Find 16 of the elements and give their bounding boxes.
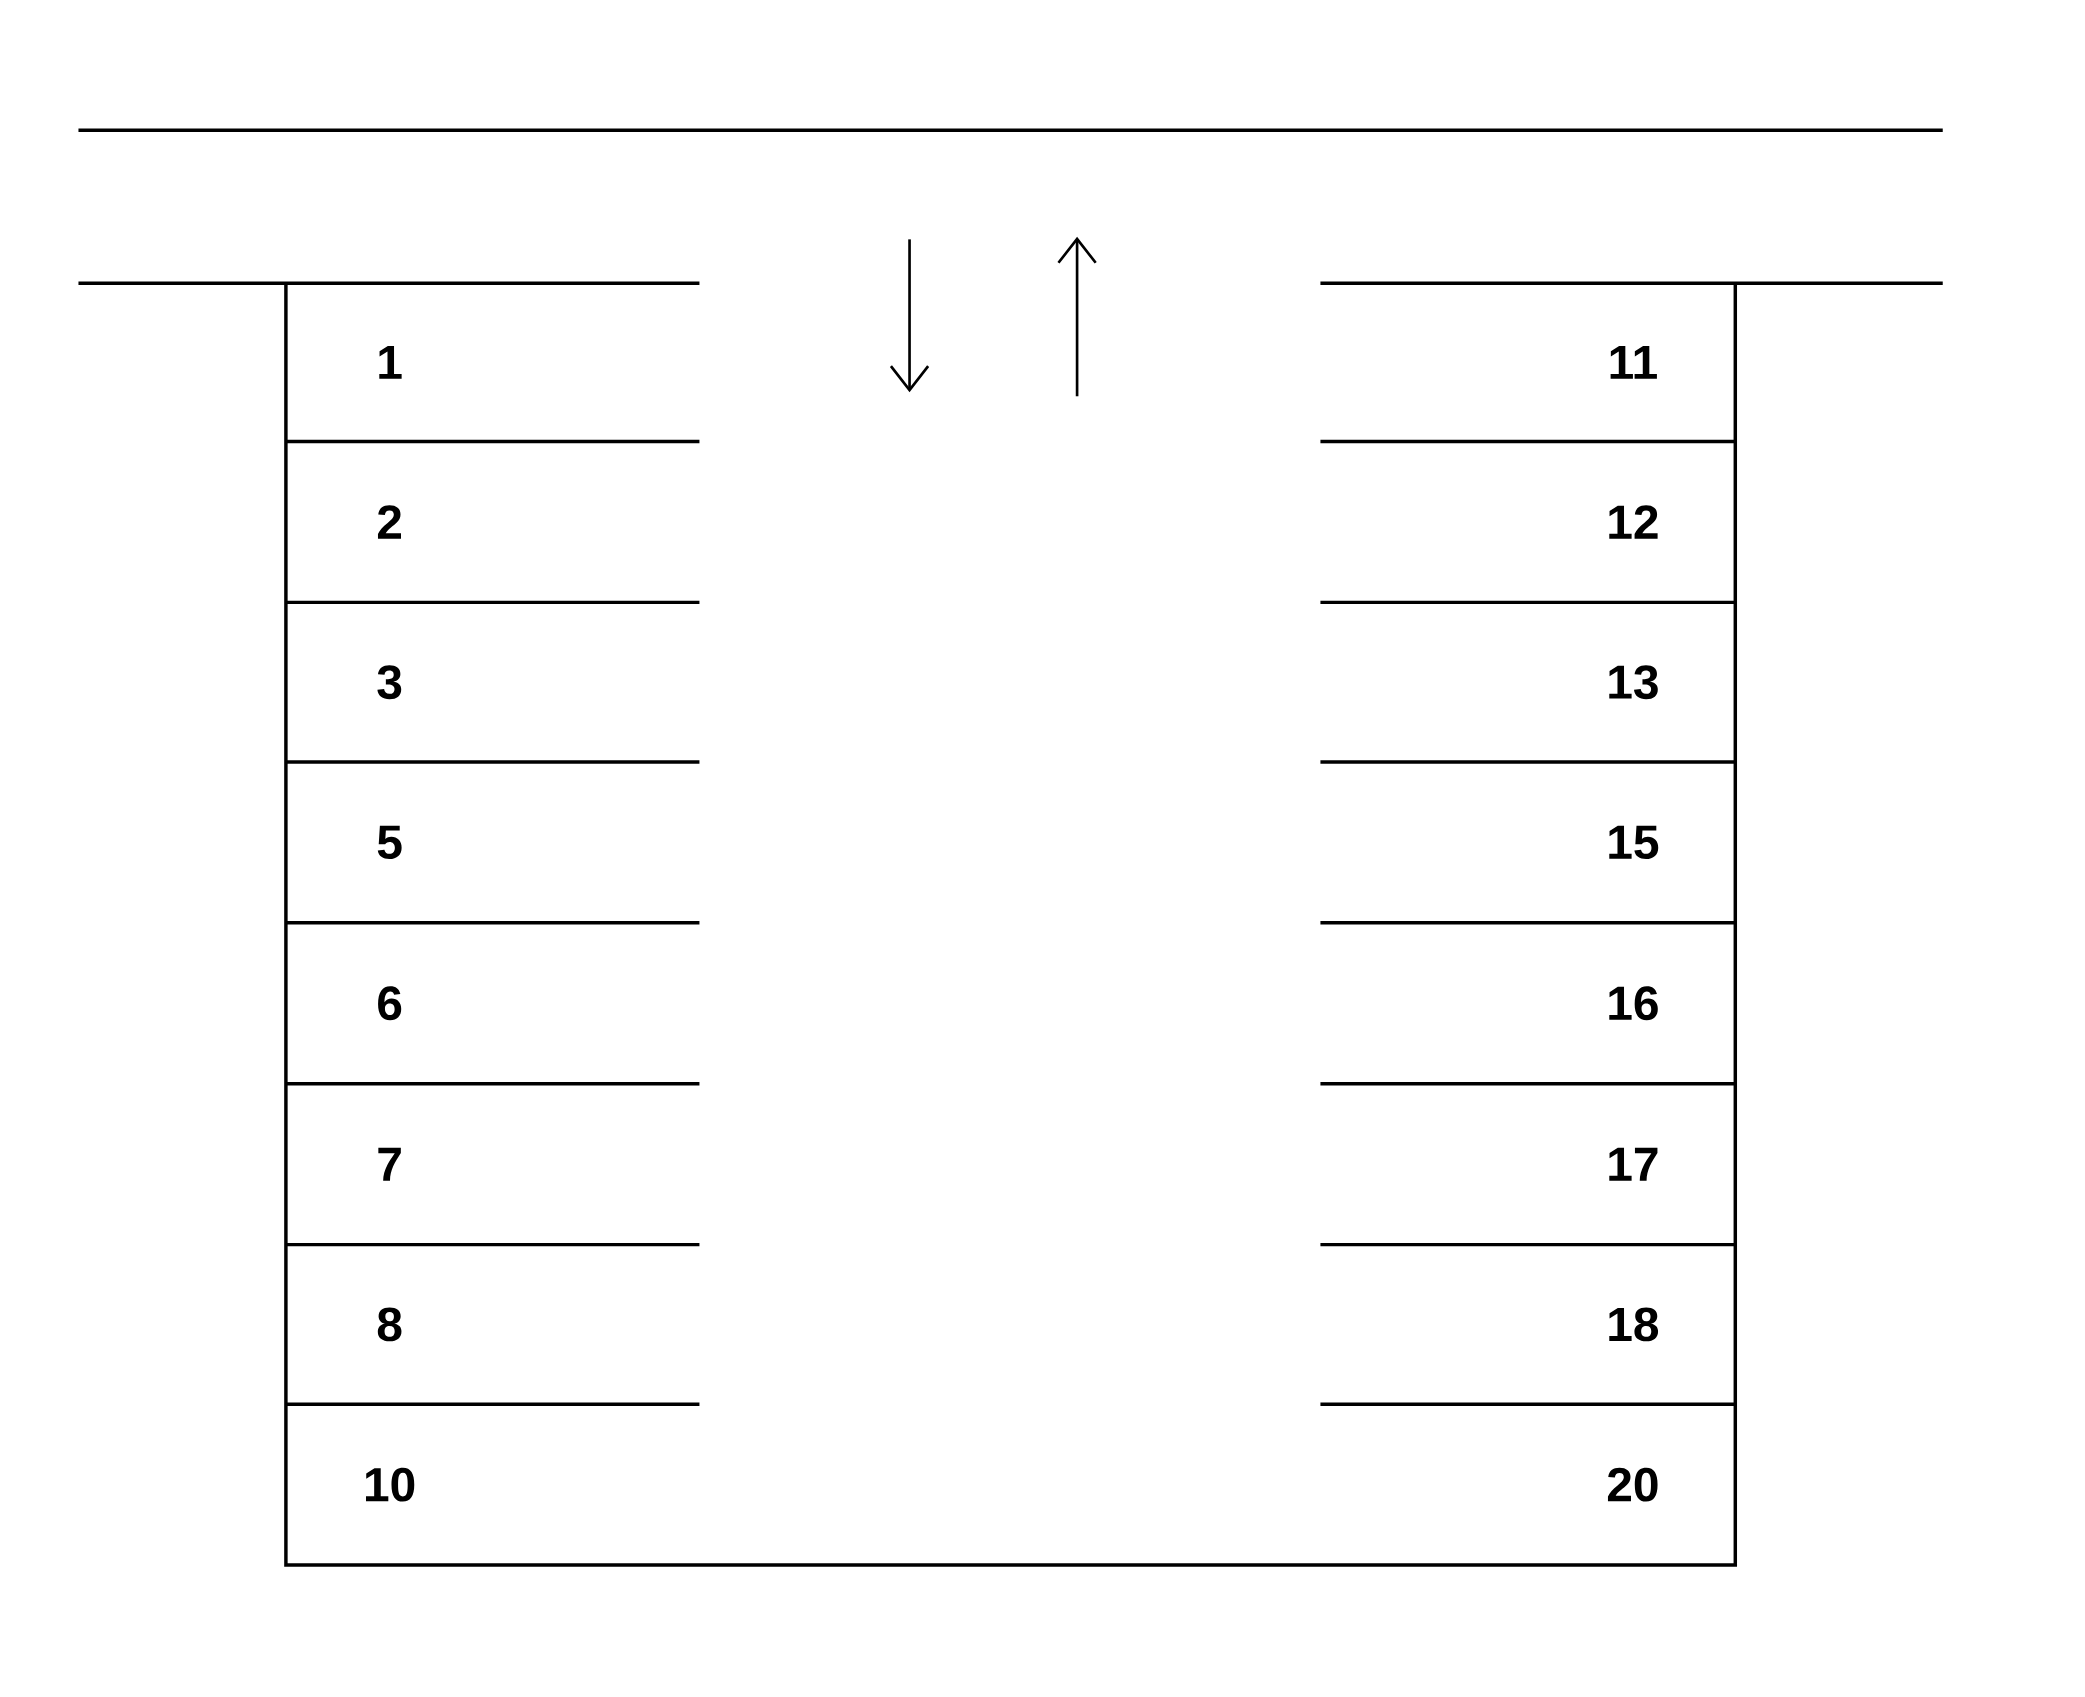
stall-number: 17 (1609, 1147, 1658, 1181)
stall-number: 18 (1609, 1307, 1659, 1342)
stall-number: 7 (378, 1147, 401, 1181)
stall-number: 12 (1609, 505, 1658, 539)
stall-number: 20 (1607, 1467, 1658, 1502)
stall-number: 2 (378, 505, 401, 539)
stall-number: 8 (377, 1307, 402, 1342)
stall-number: 5 (377, 825, 402, 860)
stall-number: 1 (379, 346, 402, 379)
stall-number: 15 (1609, 825, 1659, 860)
stall-number: 6 (378, 986, 402, 1021)
stall-number: 3 (377, 665, 402, 700)
stall-number: 13 (1609, 665, 1658, 700)
stall-number: 11 (1610, 346, 1657, 379)
stall-number: 16 (1609, 986, 1658, 1021)
stall-number: 10 (366, 1467, 415, 1502)
